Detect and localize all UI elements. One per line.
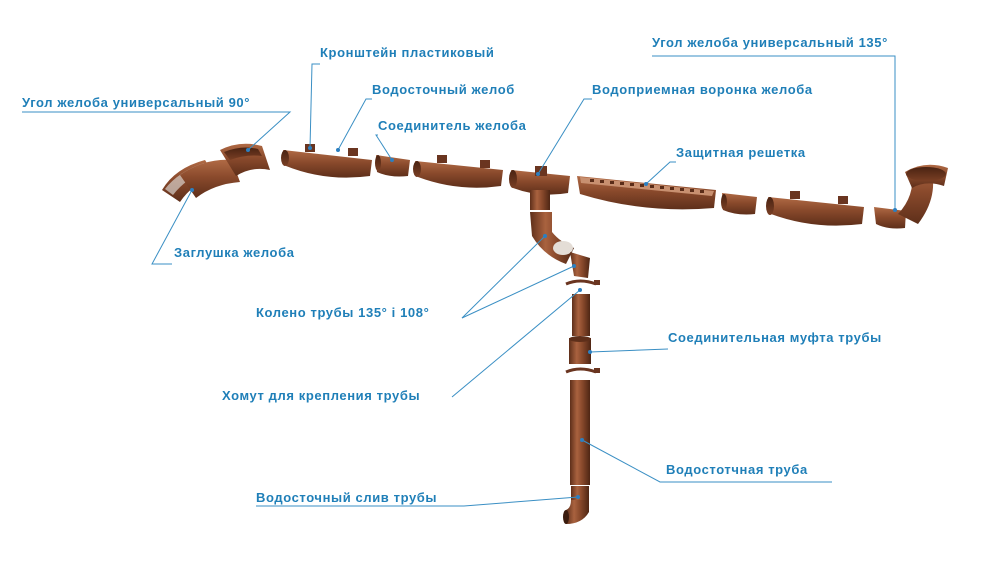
label-gutter: Водосточный желоб (372, 82, 515, 97)
anchor-points (190, 146, 897, 499)
gutter-connector-1 (375, 155, 410, 177)
leader-pipe-elbow-2 (461, 265, 575, 319)
leader-pipe-coupling (589, 348, 669, 353)
label-pipe-elbow: Колено трубы 135° і 108° (256, 305, 430, 320)
pipe-clamp-upper (565, 279, 600, 286)
gutter-section-3 (766, 191, 864, 226)
leader-pipe-elbow-1 (461, 235, 546, 319)
label-plastic-bracket: Кронштейн пластиковый (320, 45, 495, 60)
leader-plastic-bracket (309, 63, 320, 149)
leader-protective-grid (645, 161, 676, 185)
leader-downpipe (581, 439, 832, 483)
label-pipe-coupling: Соединительная муфта трубы (668, 330, 882, 345)
leader-gutter-corner-135 (652, 55, 896, 210)
gutter-section-1 (281, 144, 372, 178)
label-gutter-end-cap: Заглушка желоба (174, 245, 295, 260)
leader-gutter (337, 98, 372, 151)
label-pipe-clamp: Хомут для крепления трубы (222, 388, 421, 403)
label-pipe-outlet: Водосточный слив трубы (256, 490, 438, 505)
label-gutter-corner-135: Угол желоба универсальный 135° (652, 35, 888, 50)
gutter-corner-90 (180, 143, 270, 198)
gutter-section-2 (413, 155, 503, 188)
gutter-outlet (509, 166, 570, 195)
gutter-connector-2 (721, 193, 757, 215)
pipe-short-section (572, 294, 590, 336)
label-protective-grid: Защитная решетка (676, 145, 806, 160)
downpipe-main (570, 380, 590, 485)
leader-pipe-outlet (256, 496, 579, 507)
pipe-clamp-lower (565, 367, 600, 374)
gutter-corner-135 (874, 164, 948, 229)
leader-gutter-corner-90 (22, 111, 292, 151)
leader-gutter-outlet (537, 98, 592, 175)
leader-gutter-end-cap (151, 189, 193, 265)
pipe-elbow-upper (530, 190, 574, 264)
leader-pipe-clamp (451, 289, 581, 398)
label-gutter-corner-90: Угол желоба универсальный 90° (22, 95, 251, 110)
leader-gutter-connector (375, 134, 393, 161)
protective-grid-section (577, 176, 716, 210)
pipe-elbow-lower (570, 252, 590, 278)
label-gutter-connector: Соединитель желоба (378, 118, 527, 133)
pipe-coupling (569, 336, 591, 364)
label-downpipe: Водостотчная труба (666, 462, 808, 477)
label-gutter-outlet: Водоприемная воронка желоба (592, 82, 813, 97)
leader-lines (22, 55, 896, 507)
pipe-outlet (563, 486, 589, 524)
